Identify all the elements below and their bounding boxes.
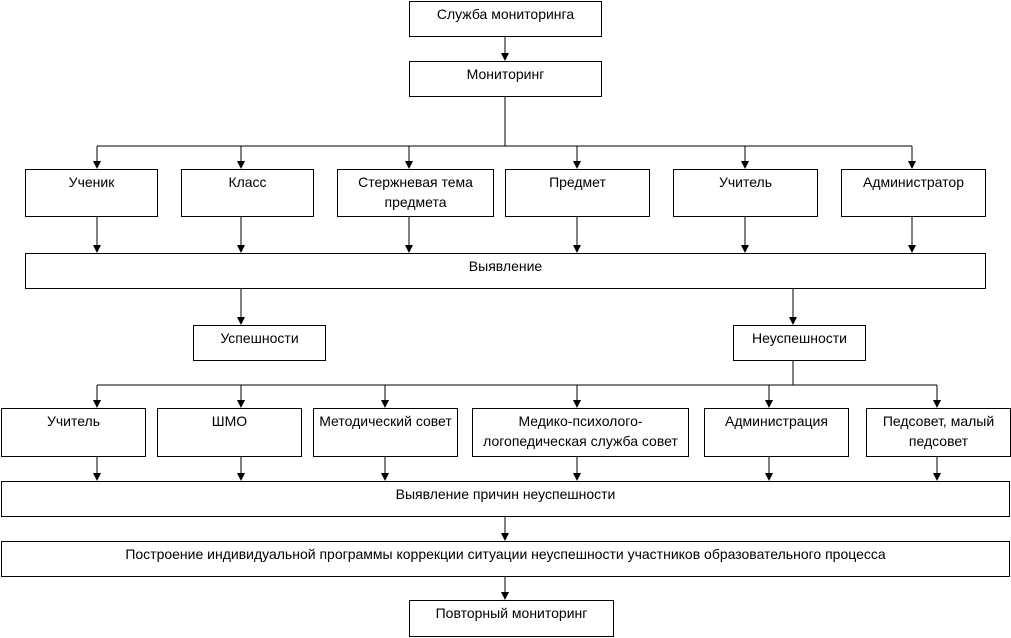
object-administrator-box: Администратор [841, 169, 986, 217]
object-subject-box: Предмет [505, 169, 650, 217]
failure-box: Неуспешности [733, 325, 866, 361]
body-shmo-box: ШМО [157, 408, 302, 457]
monitoring-box: Мониторинг [409, 61, 602, 97]
body-administration-box: Администрация [704, 408, 849, 457]
body-medical-psych-service-box: Медико-психолого-логопедическая служба с… [472, 408, 689, 457]
object-teacher-box: Учитель [673, 169, 818, 217]
body-methodical-council-box: Методический совет [313, 408, 458, 457]
detection-box: Выявление [25, 253, 986, 289]
object-core-topic-box: Стержневая тема предмета [337, 169, 494, 217]
causes-detection-box: Выявление причин неуспешности [1, 481, 1010, 517]
monitoring-service-box: Служба мониторинга [409, 1, 602, 37]
repeat-monitoring-box: Повторный мониторинг [409, 600, 614, 637]
object-student-box: Ученик [25, 169, 158, 217]
body-teacher-box: Учитель [1, 408, 146, 457]
body-pedagogical-council-box: Педсовет, малый педсовет [866, 408, 1011, 457]
success-box: Успешности [193, 325, 326, 361]
correction-program-box: Построение индивидуальной программы корр… [1, 541, 1010, 577]
object-class-box: Класс [181, 169, 314, 217]
